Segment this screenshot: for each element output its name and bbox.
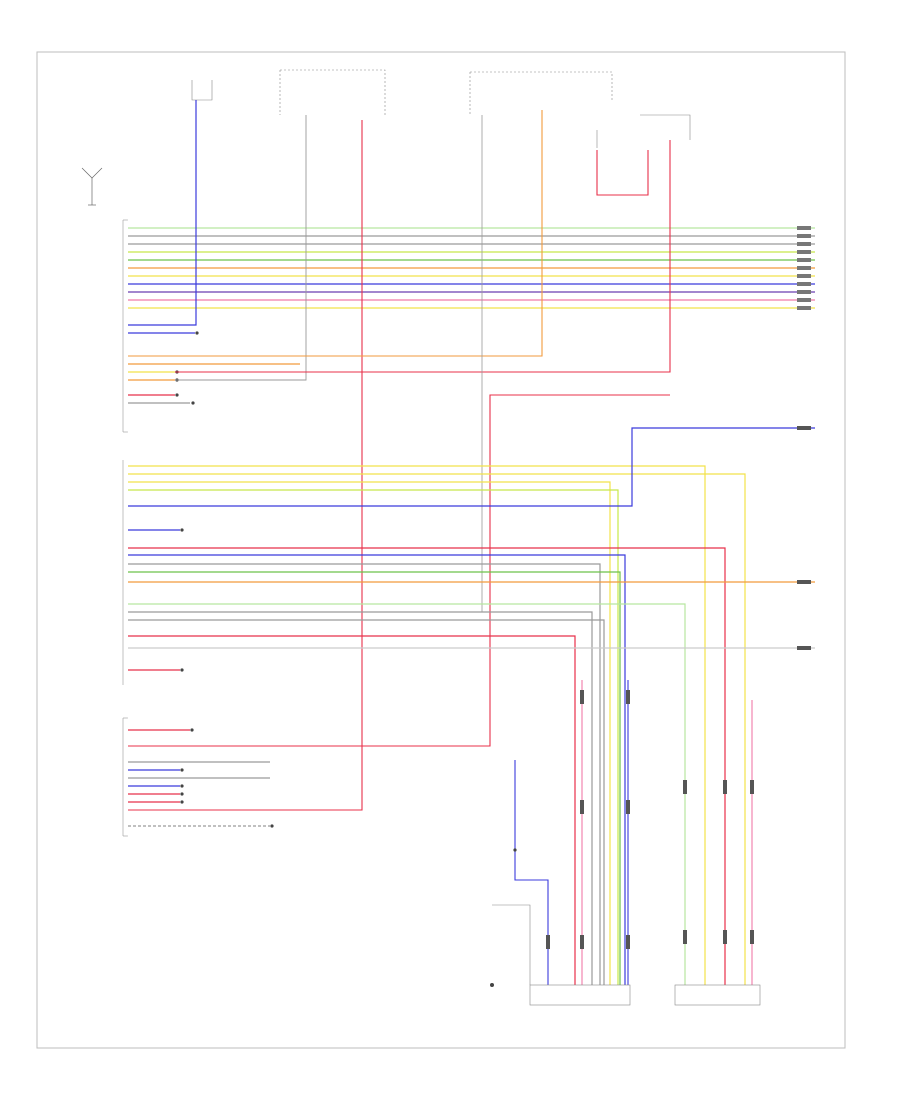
bus-end-markers <box>797 226 811 310</box>
wire-red-long <box>128 394 670 747</box>
bus-lines-top <box>128 227 815 309</box>
wire-gray-vertical-b <box>175 115 307 381</box>
bottom-connector-left <box>492 904 631 1006</box>
antenna-icon <box>81 167 103 206</box>
bottom-vertical-wires <box>514 680 753 985</box>
wire-blue-vertical-1 <box>128 100 197 326</box>
top-connector-a <box>191 80 213 101</box>
bus-lines-middle <box>128 427 815 985</box>
wire-stubs-left <box>128 332 300 404</box>
bus-lines-lower <box>128 729 270 827</box>
wire-red-loop-d <box>175 140 671 373</box>
wire-orange-vertical-c <box>128 110 543 357</box>
top-connector-d <box>596 114 691 148</box>
wire-red-vertical-b <box>128 120 363 811</box>
left-connector-block-1 <box>122 219 128 433</box>
arrow-markers-lower <box>180 728 274 828</box>
left-connector-block-3 <box>122 717 128 837</box>
bottom-connector-right <box>674 984 761 1006</box>
arrow-markers-middle <box>180 528 184 672</box>
right-reference-markers <box>797 426 811 650</box>
wire-segment-marks <box>546 690 754 949</box>
arrow-markers-left <box>175 331 199 405</box>
ground-icon <box>490 848 517 987</box>
top-connector-b <box>279 69 386 115</box>
top-connector-c <box>469 71 613 115</box>
diagram-border <box>36 51 846 1049</box>
